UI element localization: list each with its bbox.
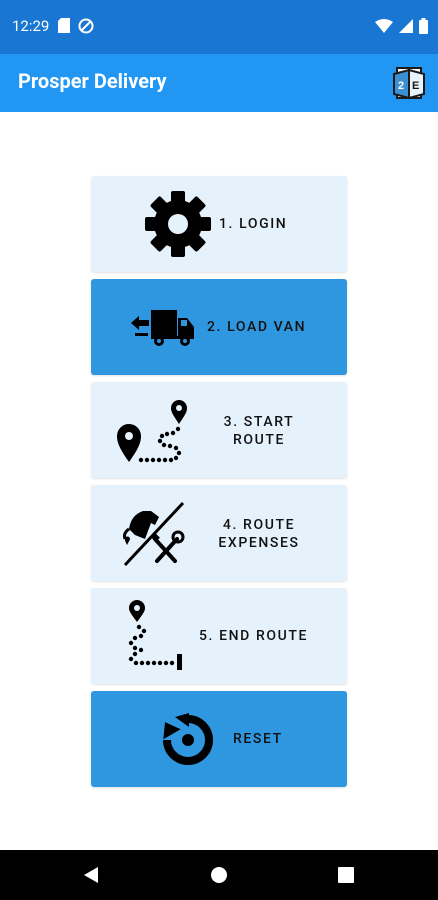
load-van-button[interactable]: 2. LOAD VAN [91,279,347,375]
route-expenses-button[interactable]: 4. ROUTE EXPENSES [91,485,347,581]
status-icons-right [375,18,428,34]
navigation-bar [0,850,438,900]
start-route-label-line1: 3. START [223,414,295,430]
route-expenses-label-line1: 4. ROUTE [222,517,296,533]
start-route-label-line2: ROUTE [232,432,286,448]
gear-icon [145,191,211,257]
load-van-label: 2. LOAD VAN [207,319,307,335]
sd-card-icon [58,18,70,33]
svg-text:E: E [412,80,419,92]
login-label: 1. LOGIN [219,216,288,232]
fuel-tools-icon [123,501,185,567]
recents-icon[interactable] [338,867,354,883]
reset-button[interactable]: RESET [91,691,347,787]
no-disturb-icon [78,18,94,34]
status-icons-left [58,18,94,34]
signal-icon [399,19,413,33]
home-icon[interactable] [210,866,228,884]
reset-icon [163,713,213,765]
route-end-icon [128,600,182,670]
battery-icon [419,18,428,34]
end-route-label: 5. END ROUTE [199,628,309,644]
app-title: Prosper Delivery [18,69,167,93]
end-route-button[interactable]: 5. END ROUTE [91,588,347,684]
app-bar: Prosper Delivery 2 E [0,54,438,112]
svg-text:2: 2 [398,80,404,92]
app-logo-icon[interactable]: 2 E [392,66,426,100]
route-start-icon [117,400,187,463]
truck-loading-icon [131,310,194,346]
wifi-icon [375,19,393,33]
login-button[interactable]: 1. LOGIN [91,176,347,272]
reset-label: RESET [233,731,283,747]
start-route-button[interactable]: 3. START ROUTE [91,382,347,478]
back-icon[interactable] [82,866,100,884]
status-bar: 12:29 [0,0,438,54]
status-time: 12:29 [12,17,50,35]
route-expenses-label-line2: EXPENSES [218,535,300,551]
